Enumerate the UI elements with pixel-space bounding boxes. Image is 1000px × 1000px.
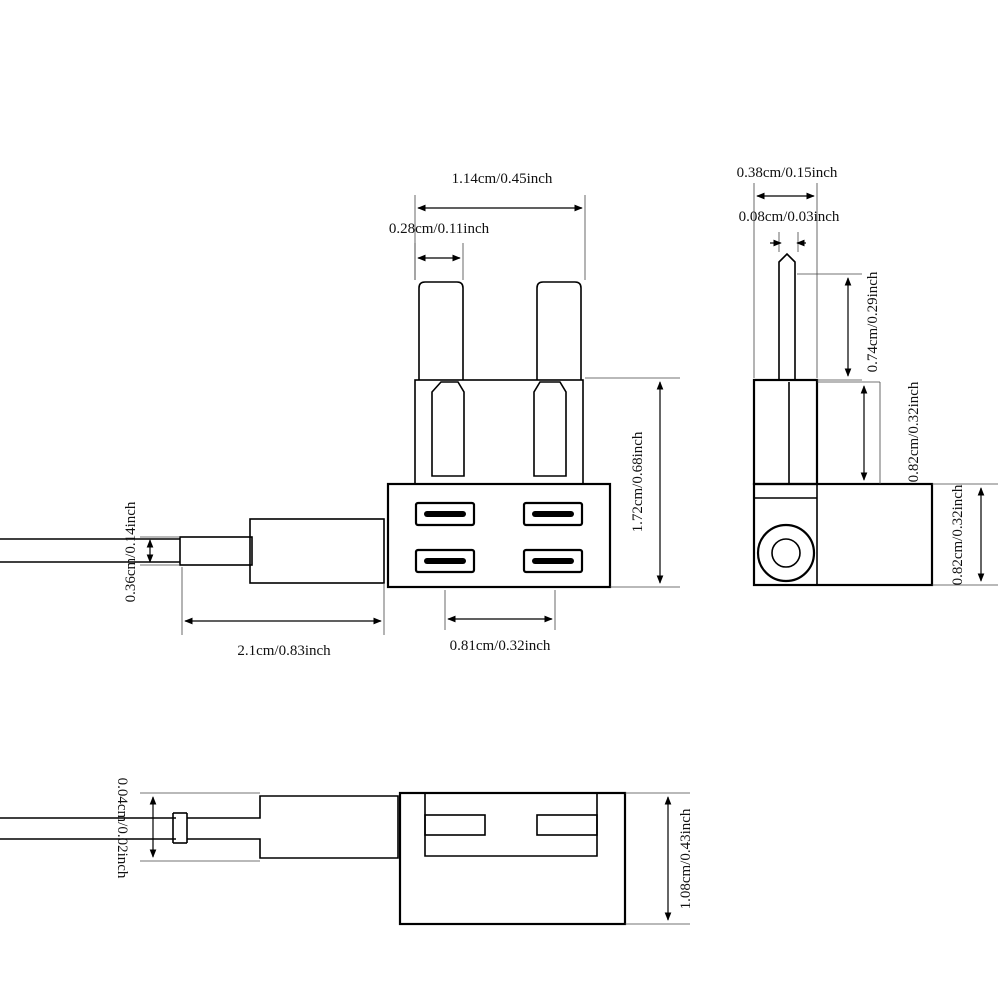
dim-side-pin-length: 0.74cm/0.29inch — [865, 271, 881, 372]
dim-front-blade-width: 0.28cm/0.11inch — [389, 221, 490, 237]
bottom-view: 0.04cm/0.02inch 1.08cm/0.43inch — [0, 778, 694, 926]
front-inner-blade-right — [533, 381, 567, 477]
bottom-slot-right — [536, 814, 598, 836]
socket-slot — [424, 558, 466, 564]
bottom-body — [398, 791, 627, 926]
dim-side-top-width: 0.38cm/0.15inch — [737, 165, 838, 181]
dim-front-total-width: 1.14cm/0.45inch — [452, 171, 553, 187]
dim-bottom-wire-gauge: 0.04cm/0.02inch — [114, 778, 130, 879]
side-mid-block — [752, 378, 819, 486]
socket-slot — [532, 558, 574, 564]
front-view: 1.14cm/0.45inch 0.28cm/0.11inch 1.72cm/0… — [0, 171, 680, 659]
dim-front-lead-length: 2.1cm/0.83inch — [237, 643, 331, 659]
side-base — [752, 482, 934, 587]
dim-front-height: 1.72cm/0.68inch — [630, 431, 646, 532]
dim-front-wire-gauge: 0.36cm/0.14inch — [123, 501, 139, 602]
side-hole-outer — [756, 523, 816, 583]
front-connector-tip — [179, 536, 253, 566]
side-view: 0.38cm/0.15inch 0.08cm/0.03inch 0.74cm/0… — [737, 165, 998, 587]
dim-side-pin-thickness: 0.08cm/0.03inch — [739, 209, 840, 225]
socket-slot — [424, 511, 466, 517]
socket-slot — [532, 511, 574, 517]
side-pin — [778, 252, 796, 380]
dim-side-mid-height: 0.82cm/0.32inch — [906, 381, 922, 482]
front-connector-sleeve — [249, 518, 385, 584]
front-sockets — [414, 501, 584, 574]
dim-bottom-height: 1.08cm/0.43inch — [678, 808, 694, 909]
dim-side-base-height: 0.82cm/0.32inch — [950, 484, 966, 585]
bottom-slot-left — [424, 814, 486, 836]
socket — [522, 548, 584, 574]
dim-front-socket-spacing: 0.81cm/0.32inch — [450, 638, 551, 654]
side-hole-inner — [771, 538, 801, 568]
front-fuse-housing — [414, 379, 584, 485]
socket — [414, 501, 476, 527]
socket — [522, 501, 584, 527]
socket — [414, 548, 476, 574]
bottom-connector-sleeve — [187, 795, 399, 859]
front-inner-blade-left — [431, 381, 465, 477]
front-blade-left — [418, 281, 464, 380]
bottom-inner-channel — [424, 793, 598, 857]
front-blade-right — [536, 281, 582, 380]
